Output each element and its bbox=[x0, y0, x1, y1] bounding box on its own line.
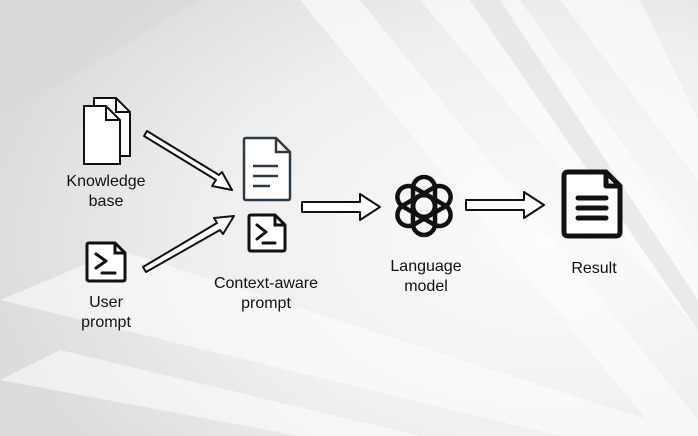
language-model-label: Language model bbox=[390, 258, 462, 295]
user-prompt-node bbox=[84, 240, 128, 284]
result-node bbox=[558, 168, 626, 240]
documents-icon bbox=[83, 97, 131, 165]
result-label: Result bbox=[571, 260, 617, 277]
context-aware-prompt-label: Context-aware prompt bbox=[213, 275, 319, 312]
knowledge-base-node bbox=[80, 96, 134, 166]
arrow-knowledge-base-to-prompt bbox=[143, 130, 233, 191]
context-aware-prompt-node bbox=[238, 134, 294, 260]
arrow-prompt-to-language-model bbox=[301, 193, 381, 221]
language-model-node bbox=[386, 168, 462, 244]
terminal-prompt-icon bbox=[85, 241, 127, 283]
result-document-icon bbox=[561, 169, 623, 239]
user-prompt-label: User prompt bbox=[81, 294, 131, 331]
arrow-user-prompt-to-prompt bbox=[142, 215, 235, 273]
arrow-language-model-to-result bbox=[465, 191, 545, 219]
knowledge-base-label: Knowledge base bbox=[66, 173, 146, 210]
document-with-prompt-icon bbox=[242, 136, 292, 253]
llm-knot-logo-icon bbox=[395, 174, 453, 238]
